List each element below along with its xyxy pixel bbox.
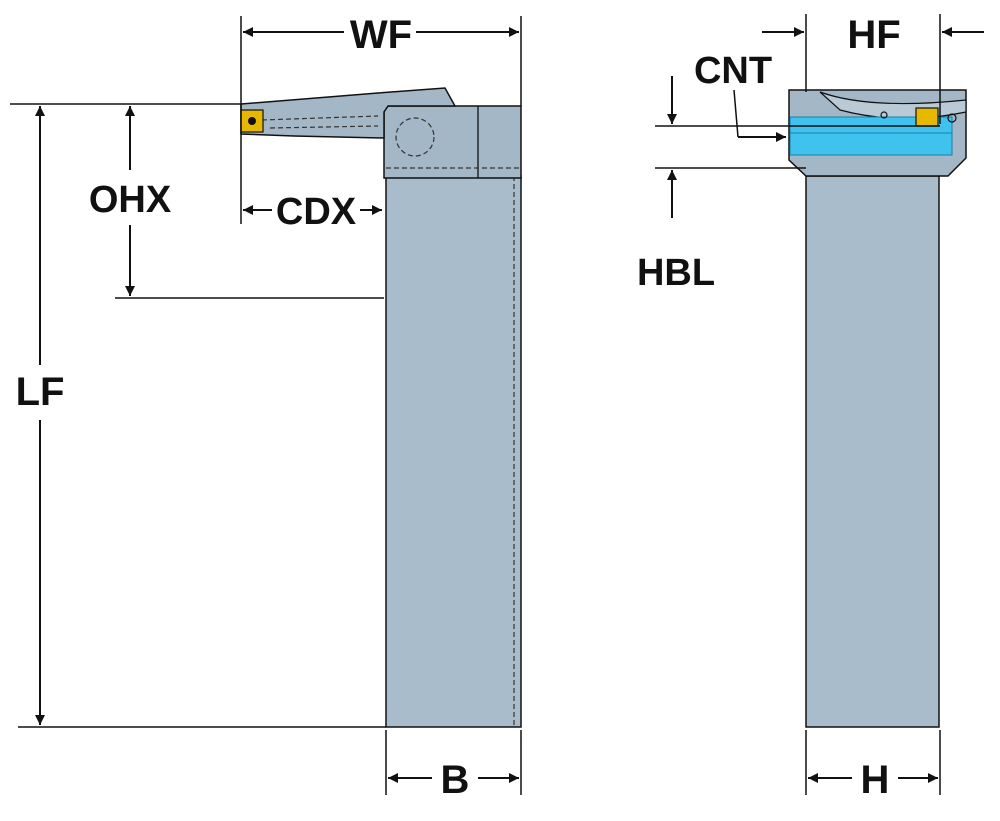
front-view-dimensions: HF CNT HBL H (637, 13, 984, 802)
front-view-insert (915, 107, 939, 127)
front-view-shank (805, 175, 940, 728)
dimension-label-hbl: HBL (637, 252, 715, 294)
dimension-label-wf: WF (350, 13, 412, 57)
side-view-cutting-blade (240, 87, 457, 139)
dimension-label-cnt: CNT (694, 50, 772, 92)
dimension-label-ohx: OHX (89, 179, 172, 221)
front-view (788, 89, 967, 728)
dimension-label-h: H (861, 758, 890, 802)
side-view (240, 87, 522, 728)
side-view-dimensions: WF OHX CDX LF B (10, 13, 522, 802)
dimension-label-lf: LF (16, 370, 65, 414)
side-view-shank (385, 175, 522, 728)
dimension-label-b: B (441, 758, 470, 802)
side-view-head-block (383, 105, 522, 179)
dimension-label-hf: HF (847, 13, 900, 57)
dimension-label-cdx: CDX (276, 191, 357, 233)
